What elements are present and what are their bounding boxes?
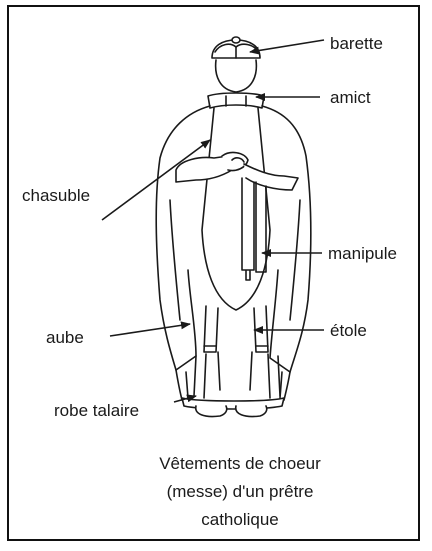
label-aube: aube <box>46 328 84 348</box>
label-barette: barette <box>330 34 383 54</box>
chasuble-drawing <box>156 106 311 372</box>
label-manipule: manipule <box>328 244 397 264</box>
caption-line-2: (messe) d'un prêtre <box>120 478 360 506</box>
label-chasuble: chasuble <box>22 186 90 206</box>
etole-drawing <box>204 306 268 352</box>
caption-line-1: Vêtements de choeur <box>120 450 360 478</box>
barette-drawing <box>212 37 260 58</box>
label-robe-talaire: robe talaire <box>54 401 139 421</box>
arrow-aube <box>110 324 190 336</box>
arrow-barette <box>250 40 324 52</box>
diagram-caption: Vêtements de choeur (messe) d'un prêtre … <box>120 450 360 534</box>
manipule-drawing <box>242 178 254 280</box>
caption-line-3: catholique <box>120 506 360 534</box>
head-drawing <box>216 60 257 92</box>
amict-drawing <box>208 93 264 108</box>
label-amict: amict <box>330 88 371 108</box>
label-etole: étole <box>330 321 367 341</box>
feet-drawing <box>196 406 227 417</box>
